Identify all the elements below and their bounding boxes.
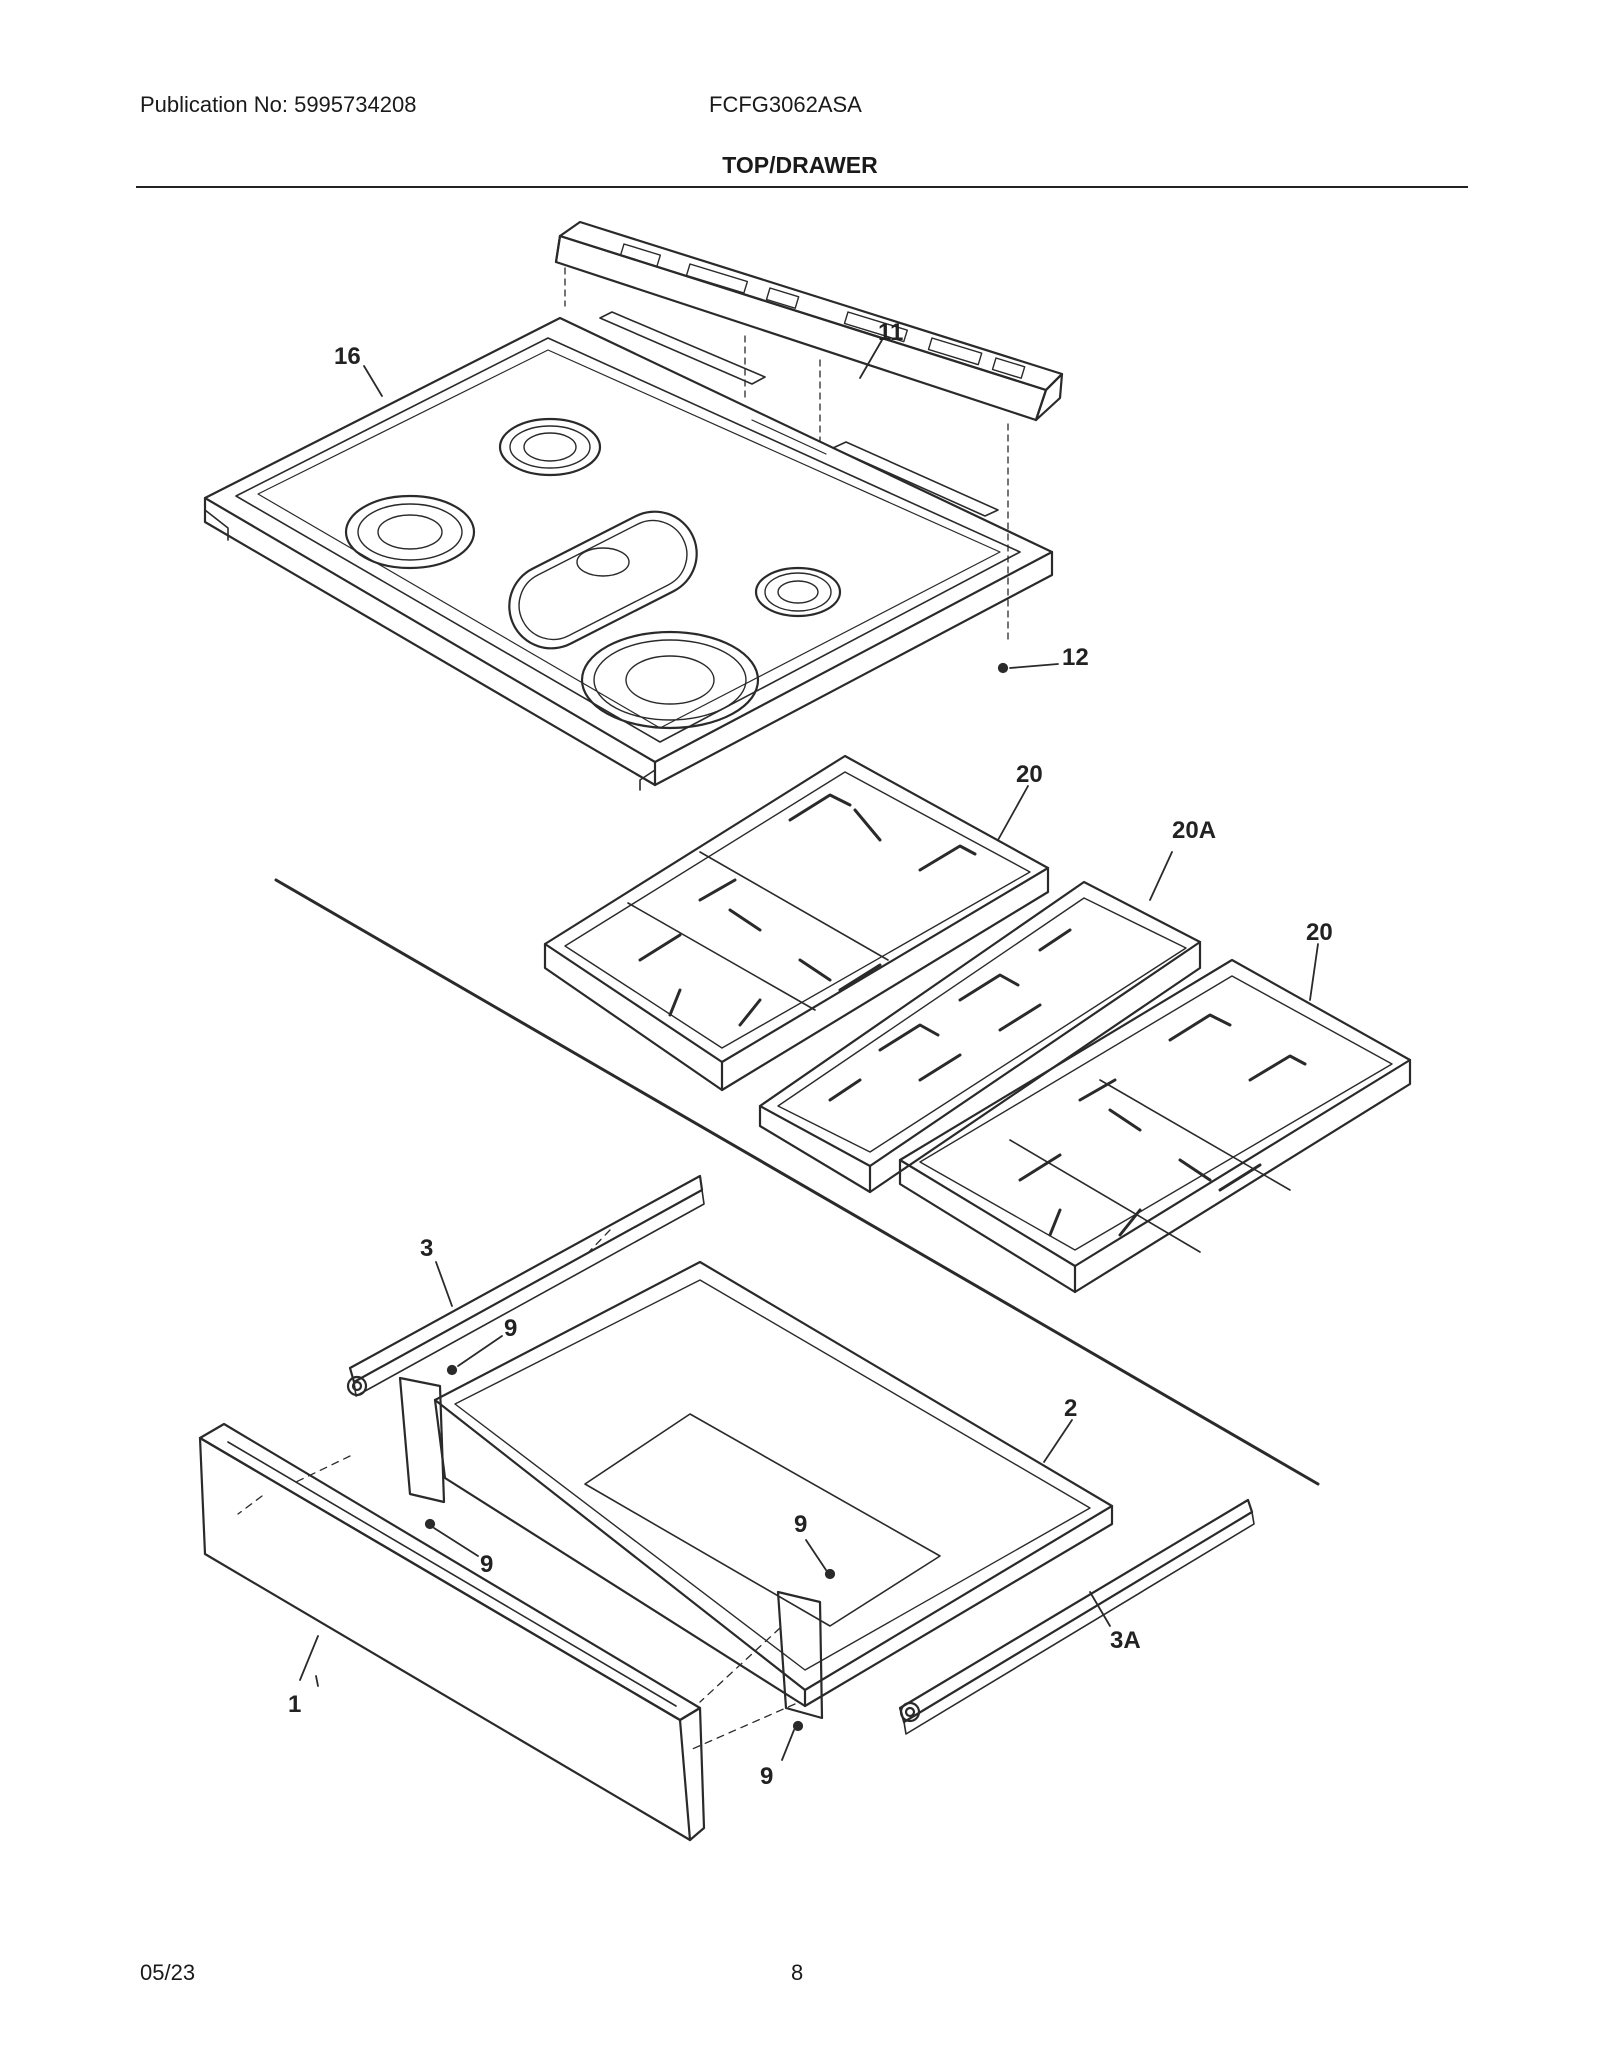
part-1-drawer-front — [198, 1422, 706, 1842]
callout-11: 11 — [878, 319, 903, 346]
callout-9-mid: 9 — [794, 1511, 807, 1538]
callout-1: 1 — [288, 1691, 301, 1718]
callout-9-top: 9 — [504, 1315, 517, 1342]
separator-line — [274, 878, 1320, 1486]
callout-2: 2 — [1064, 1395, 1077, 1422]
part-20-grate-left — [543, 754, 1050, 1092]
callout-12: 12 — [1062, 644, 1089, 671]
callout-3A: 3A — [1110, 1627, 1141, 1654]
model-number: FCFG3062ASA — [709, 92, 862, 117]
callout-3: 3 — [420, 1235, 433, 1262]
part-11-backguard-trim — [554, 220, 1064, 422]
part-3-drawer-slide — [346, 1174, 705, 1397]
callout-20A: 20A — [1172, 817, 1216, 844]
part-3A-drawer-slide — [898, 1498, 1255, 1735]
callout-9-bottom: 9 — [760, 1763, 773, 1790]
part-16-cooktop — [203, 311, 1054, 791]
header-divider — [136, 186, 1468, 188]
publication-number: Publication No: 5995734208 — [140, 92, 417, 117]
part-12-screw — [997, 662, 1009, 674]
callout-9-left: 9 — [480, 1551, 493, 1578]
footer-date: 05/23 — [140, 1960, 196, 1985]
part-20-grate-right — [898, 958, 1412, 1294]
part-2-drawer-body — [398, 1260, 1114, 1720]
part-20A-center-grate — [758, 880, 1202, 1194]
part-9-screws — [424, 1364, 836, 1732]
callout-16: 16 — [334, 343, 361, 370]
callout-20-left: 20 — [1016, 761, 1043, 788]
page-number: 8 — [791, 1960, 804, 1985]
page-title: TOP/DRAWER — [722, 152, 878, 178]
callout-20-right: 20 — [1306, 919, 1333, 946]
